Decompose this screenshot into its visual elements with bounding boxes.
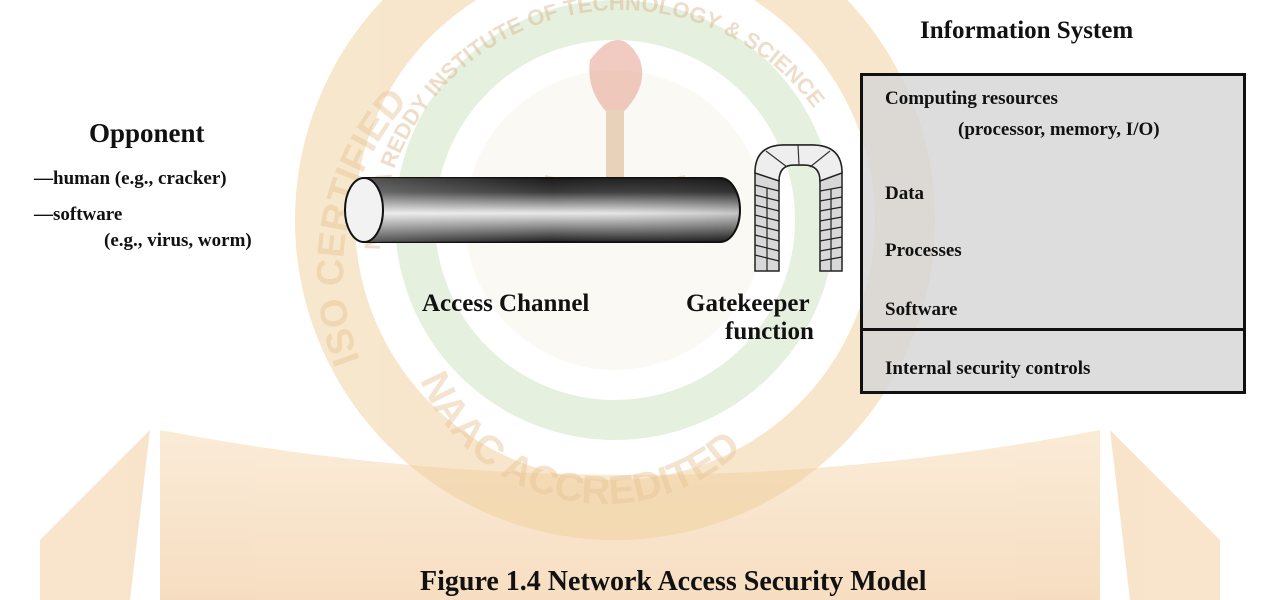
gatekeeper-label-line2: function — [725, 318, 814, 345]
info-row-computing-resources: Computing resources — [885, 88, 1058, 109]
figure-caption: Figure 1.4 Network Access Security Model — [420, 566, 927, 597]
info-row-resources-detail: (processor, memory, I/O) — [958, 119, 1160, 140]
pipe-opening — [344, 177, 384, 243]
opponent-item-software: —software — [34, 204, 123, 225]
opponent-title: Opponent — [89, 118, 205, 148]
info-system-title: Information System — [920, 17, 1134, 44]
info-row-software: Software — [885, 299, 958, 320]
opponent-item-human: —human (e.g., cracker) — [34, 168, 227, 189]
info-box-divider — [863, 328, 1243, 331]
gatekeeper-label-line1: Gatekeeper — [686, 290, 810, 317]
gatekeeper-gate-icon — [754, 144, 843, 272]
access-channel-label: Access Channel — [422, 290, 590, 317]
access-channel-pipe — [344, 177, 741, 243]
info-row-data: Data — [885, 183, 925, 204]
info-row-processes: Processes — [885, 240, 962, 261]
opponent-software-detail: (e.g., virus, worm) — [104, 230, 252, 251]
info-system-box: Computing resources (processor, memory, … — [860, 73, 1246, 394]
info-row-internal-controls: Internal security controls — [885, 358, 1091, 379]
